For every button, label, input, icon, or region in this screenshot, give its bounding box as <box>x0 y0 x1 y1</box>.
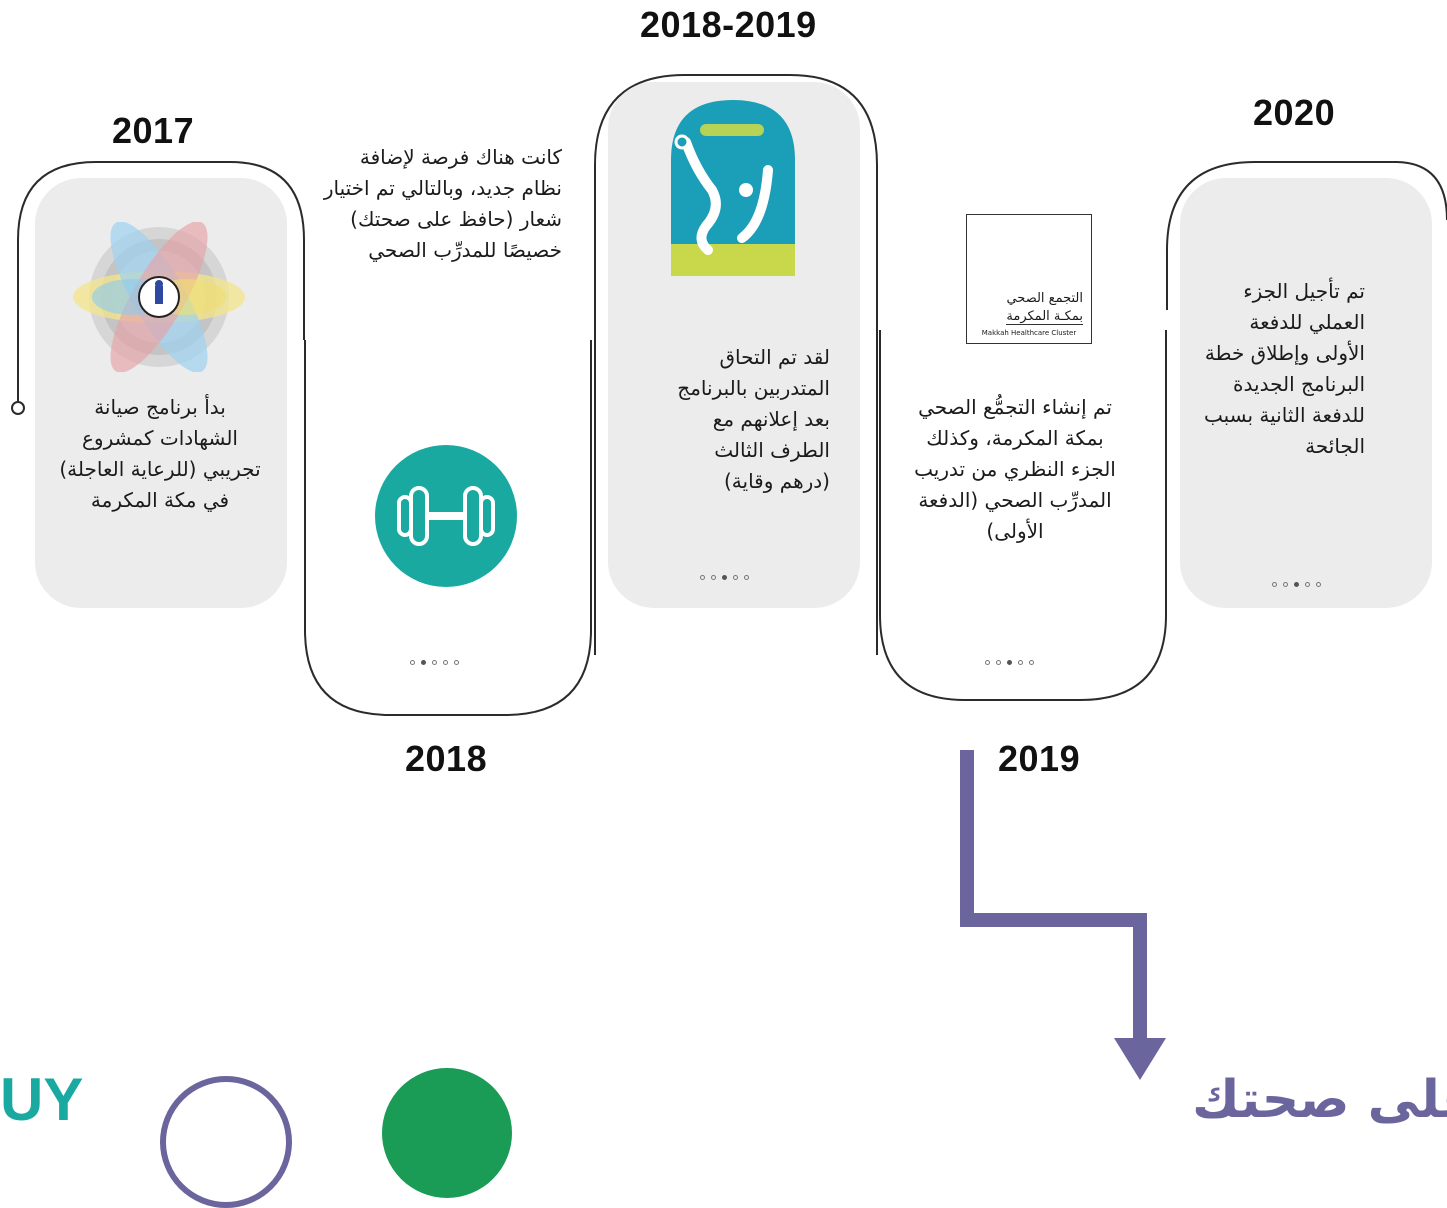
bottom-heading: على صحتك <box>1192 1070 1447 1130</box>
year-2018: 2018 <box>405 738 488 779</box>
makkah-cluster-logo: التجمع الصحي بمكـة المكرمة Makkah Health… <box>966 214 1092 344</box>
event-2019-text: تم إنشاء التجمُّع الصحي بمكة المكرمة، وك… <box>914 395 1116 543</box>
bottom-green-logo <box>382 1068 512 1198</box>
pagination-2019 <box>985 658 1034 666</box>
stethoscope-logo <box>671 100 795 276</box>
event-2017-text: بدأ برنامج صيانة الشهادات كمشروع تجريبي … <box>59 395 261 512</box>
frame-2018-2019 <box>594 74 878 655</box>
event-2018-text: كانت هناك فرصة لإضافة نظام جديد، وبالتال… <box>323 145 562 262</box>
frame-2018 <box>304 340 592 716</box>
pagination-2018 <box>410 658 459 666</box>
frame-2017 <box>11 161 305 415</box>
event-2020-text: تم تأجيل الجزء العملي للدفعة الأولى وإطل… <box>1203 279 1365 458</box>
year-2017: 2017 <box>112 110 195 151</box>
pagination-2020 <box>1272 580 1321 588</box>
year-2018-2019: 2018-2019 <box>640 4 817 45</box>
event-2018-2019-text: لقد تم التحاق المتدربين بالبرنامج بعد إع… <box>677 345 830 493</box>
makkah-logo-line-2: بمكـة المكرمة <box>1006 309 1083 325</box>
card-2020 <box>1180 178 1432 608</box>
frame-2019 <box>879 330 1167 701</box>
star-flower-logo <box>73 222 245 372</box>
year-2019: 2019 <box>998 738 1081 779</box>
dumbbell-icon <box>375 445 517 587</box>
arrow-down-icon <box>960 750 1166 1080</box>
bottom-circle-logo <box>160 1076 292 1208</box>
makkah-logo-en: Makkah Healthcare Cluster <box>981 329 1077 337</box>
bottom-logo-text: UY <box>0 1066 84 1133</box>
pagination-2018-2019 <box>700 573 749 581</box>
year-2020: 2020 <box>1253 92 1336 133</box>
makkah-logo-line-1: التجمع الصحي <box>1006 291 1083 306</box>
frame-2020 <box>1166 161 1447 310</box>
